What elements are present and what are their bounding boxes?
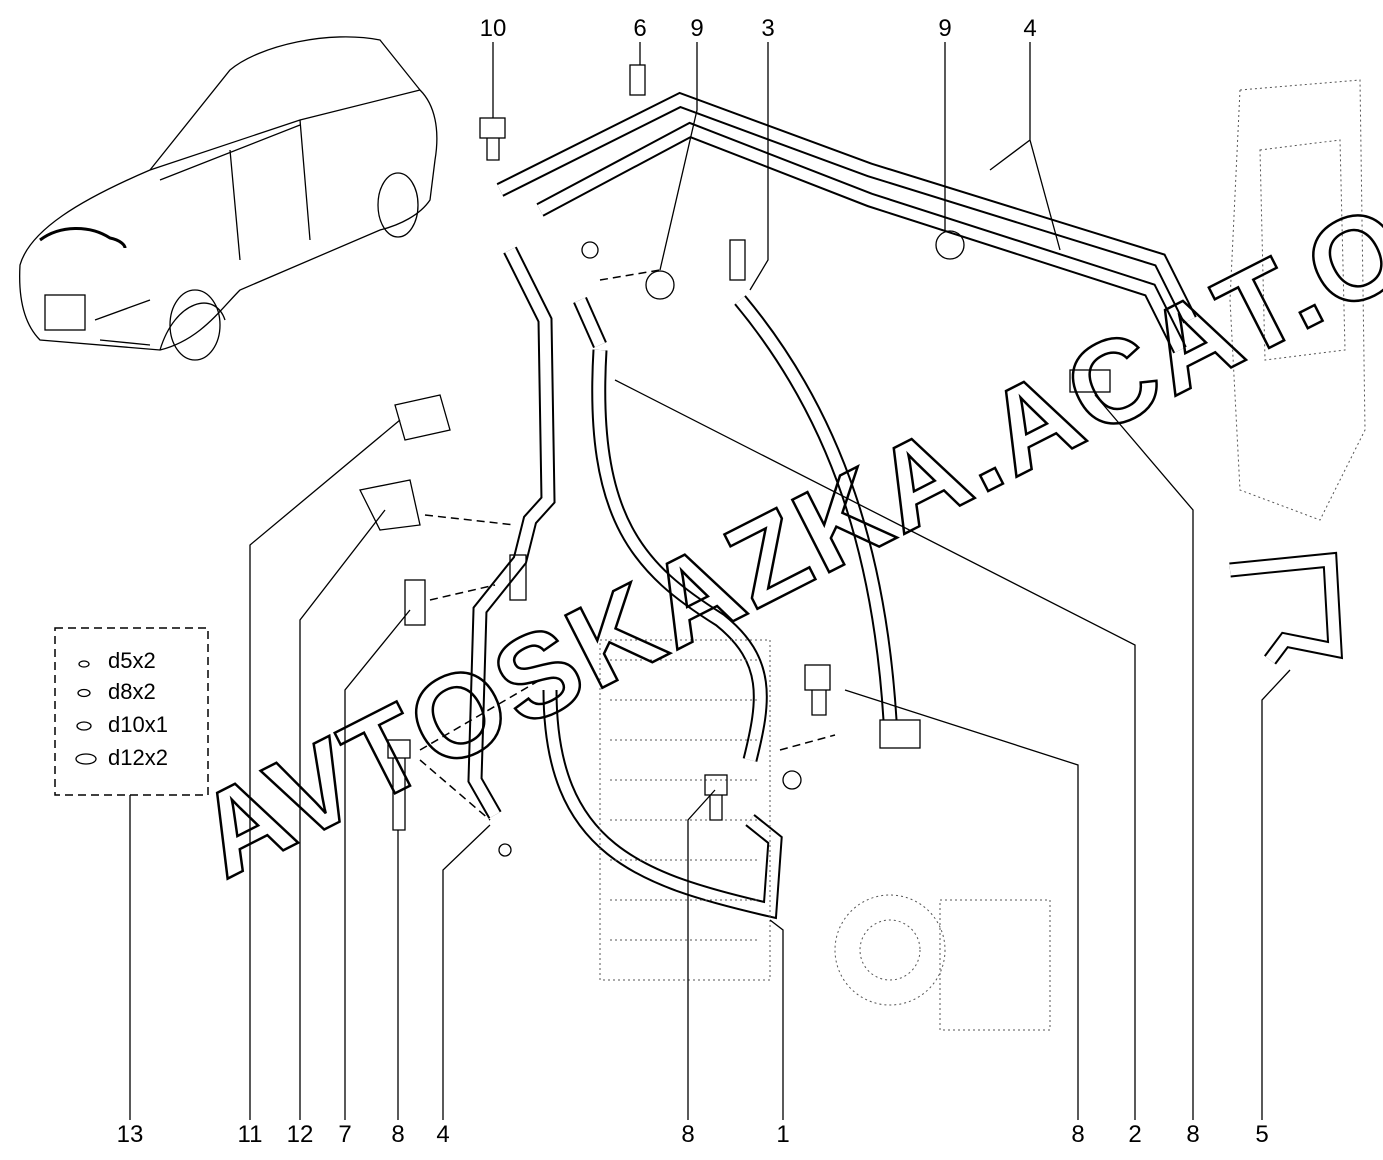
- legend-item: d12x2: [108, 745, 168, 770]
- callout-label: 4: [436, 1121, 449, 1148]
- callout-label: 8: [391, 1121, 404, 1148]
- callout-label: 9: [690, 15, 703, 42]
- callout-label: 8: [1071, 1121, 1084, 1148]
- oring-legend: d5x2 d8x2 d10x1 d12x2: [54, 627, 209, 796]
- leader-lines: [129, 42, 1291, 1120]
- callout-label: 10: [480, 15, 507, 42]
- car-illustration: [19, 36, 438, 361]
- callout-label: 12: [287, 1121, 314, 1148]
- compressor: [834, 894, 1051, 1031]
- callout-label: 2: [1128, 1121, 1141, 1148]
- legend-item: d5x2: [108, 648, 156, 673]
- legend-item: d10x1: [108, 712, 168, 737]
- legend-item: d8x2: [108, 679, 156, 704]
- condenser: [599, 639, 771, 981]
- callout-label: 3: [761, 15, 774, 42]
- hoses: [467, 91, 1344, 920]
- fittings: [359, 64, 1111, 857]
- callout-label: 13: [117, 1121, 144, 1148]
- evaporator-area: [1229, 79, 1366, 521]
- callout-label: 8: [1186, 1121, 1199, 1148]
- callout-label: 9: [938, 15, 951, 42]
- callout-label: 5: [1255, 1121, 1268, 1148]
- callout-label: 8: [681, 1121, 694, 1148]
- callout-label: 11: [238, 1121, 263, 1148]
- callout-label: 7: [338, 1121, 351, 1148]
- callouts: 10 6 9 3 9 4 13 11 12 7 8 4 8 1 8 2 8 5: [117, 15, 1269, 1148]
- callout-label: 1: [776, 1121, 789, 1148]
- callout-label: 4: [1023, 15, 1036, 42]
- callout-label: 6: [633, 15, 646, 42]
- install-arrows: [419, 269, 836, 821]
